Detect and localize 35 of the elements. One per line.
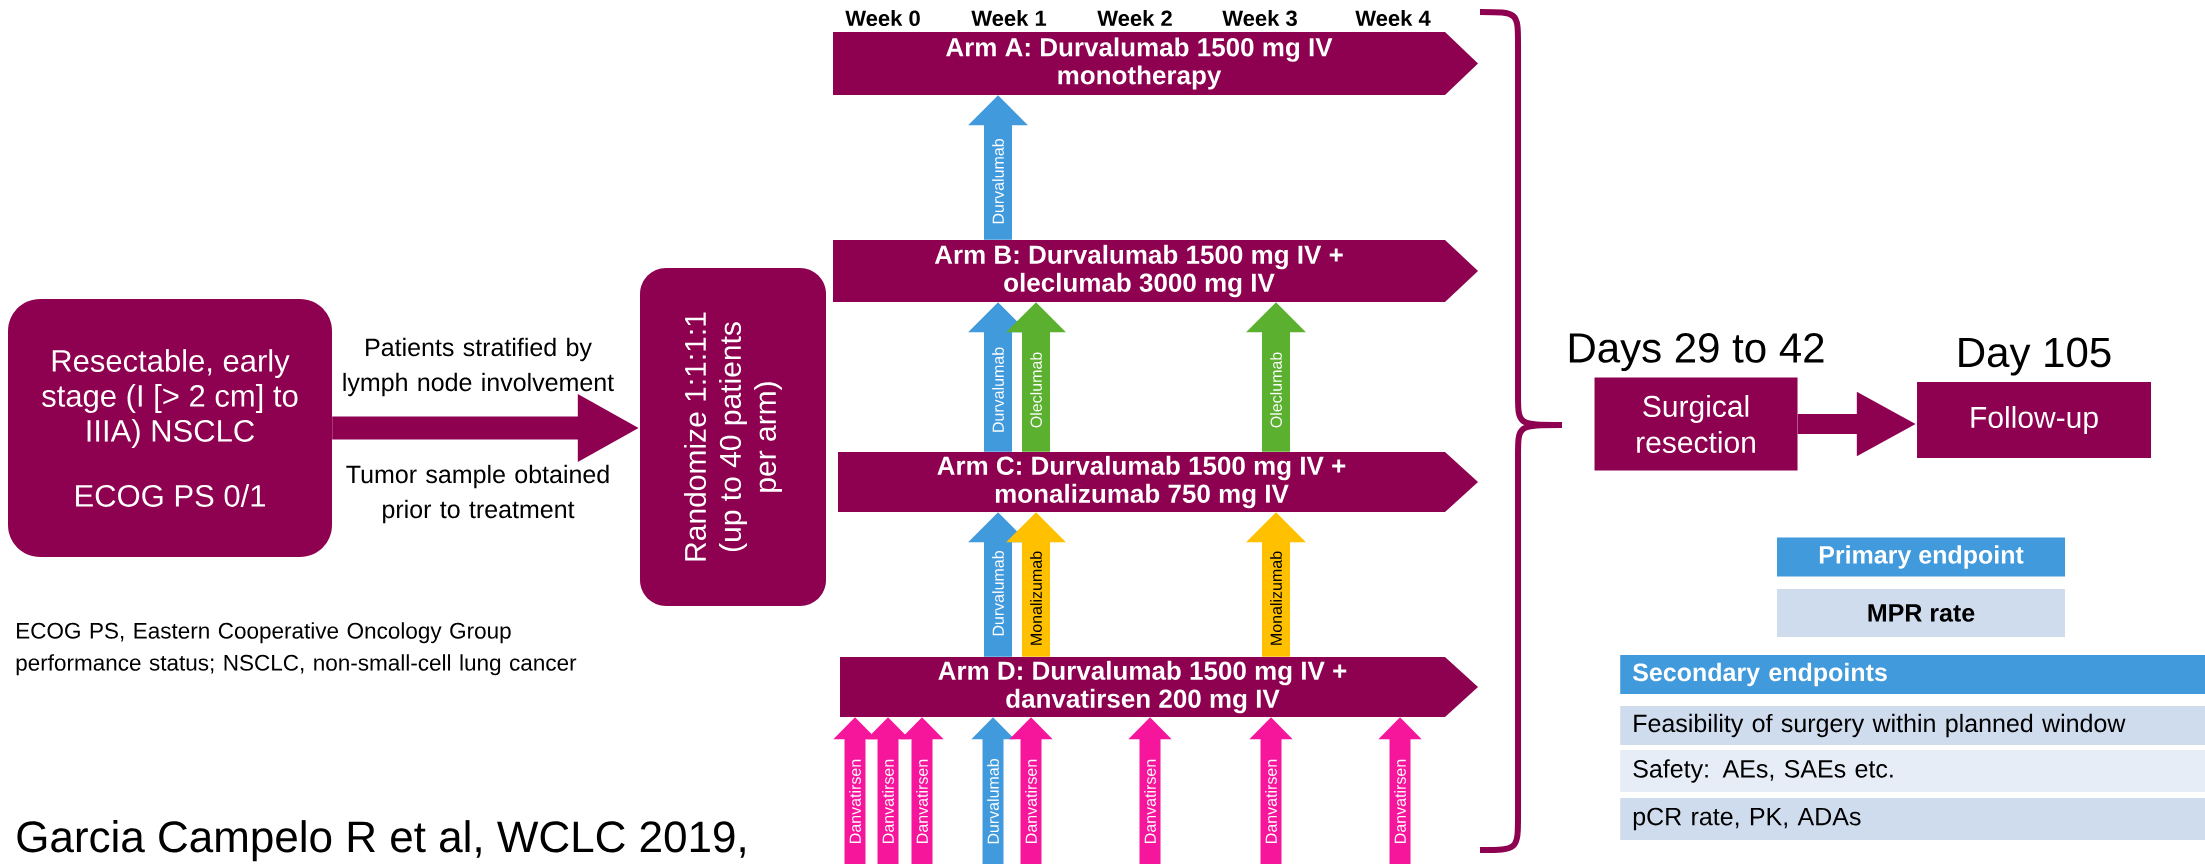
edge-label: Oleclumab — [1030, 352, 1042, 428]
arm-band: Arm A: Durvalumab 1500 mg IV monotherapy — [833, 32, 1478, 95]
table-cell: MPR rate — [1777, 589, 2066, 637]
edge-label: Monalizumab — [1270, 551, 1282, 645]
process-box: Follow-up — [1917, 382, 2152, 458]
edge-label: Danvatirsen — [1144, 759, 1156, 843]
edge-label: Danvatirsen — [916, 759, 928, 843]
table-cell: Feasibility of surgery within planned window — [1620, 706, 2205, 745]
time-label: Days 29 to 42 — [1569, 333, 1824, 372]
table-header: Primary endpoint — [1777, 537, 2066, 577]
edge-label: Danvatirsen — [882, 759, 894, 843]
note-text: Patients stratified by lymph node involvement — [343, 337, 614, 397]
edge-label: Oleclumab — [1270, 352, 1282, 428]
arm-band: Arm D: Durvalumab 1500 mg IV + danvatirsen 200 mg IV — [840, 657, 1478, 717]
time-label: Day 105 — [1959, 337, 2111, 376]
rounded-box: Resectable, early stage (I [> 2 cm] to IIIA) NSCLC ECOG PS 0/1 — [8, 299, 332, 557]
edge-label: Danvatirsen — [1025, 759, 1037, 843]
edge-label: Durvalumab — [992, 551, 1004, 636]
table-header: Secondary endpoints — [1620, 655, 2205, 694]
edge-label: Danvatirsen — [849, 759, 861, 843]
note-text: Tumor sample obtained prior to treatment — [346, 464, 609, 524]
table-cell: pCR rate, PK, ADAs — [1620, 798, 2205, 840]
footnote: ECOG PS, Eastern Cooperative Oncology Group performance status; NSCLC, non-small-cell lung cancer — [16, 622, 577, 676]
arm-band: Arm B: Durvalumab 1500 mg IV + oleclumab 3000 mg IV — [833, 240, 1478, 302]
arm-band: Arm C: Durvalumab 1500 mg IV + monalizumab 750 mg IV — [838, 452, 1478, 512]
edge-label: Durvalumab — [992, 347, 1004, 432]
rounded-box: Randomize 1:1:1:1 (up to 40 patients per arm) — [640, 268, 826, 606]
table-cell: Safety: AEs, SAEs etc. — [1620, 750, 2205, 792]
edge-label: Danvatirsen — [1394, 759, 1406, 843]
process-box: Surgical resection — [1594, 377, 1798, 471]
edge-label: Durvalumab — [987, 759, 999, 844]
citation: Garcia Campelo R et al, WCLC 2019, — [17, 820, 745, 862]
edge-label: Danvatirsen — [1265, 759, 1277, 843]
edge-label: Durvalumab — [992, 139, 1004, 224]
edge-label: Monalizumab — [1030, 551, 1042, 645]
